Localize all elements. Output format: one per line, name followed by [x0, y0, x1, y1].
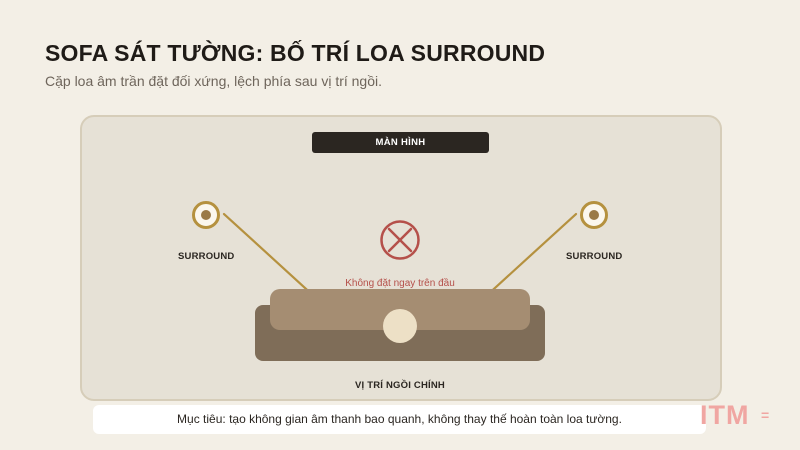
speaker-cone — [589, 210, 599, 220]
seat-label: VỊ TRÍ NGỒI CHÍNH — [355, 380, 445, 391]
no-overhead-icon — [380, 220, 420, 260]
screen-bar: MÀN HÌNH — [312, 132, 489, 153]
speaker-cone — [201, 210, 211, 220]
overhead-warning: Không đặt ngay trên đầu — [345, 278, 455, 289]
surround-left-label: SURROUND — [178, 251, 235, 262]
listener-head-icon — [383, 309, 417, 343]
page-title: SOFA SÁT TƯỜNG: BỐ TRÍ LOA SURROUND — [45, 40, 546, 66]
page-subtitle: Cặp loa âm trần đặt đối xứng, lệch phía … — [45, 73, 383, 89]
ceiling-speaker-icon — [192, 201, 220, 229]
ceiling-speaker-icon — [580, 201, 608, 229]
watermark-logo: ITM — [700, 400, 750, 430]
surround-right-label: SURROUND — [566, 251, 623, 262]
watermark-mark: = — [761, 407, 770, 423]
goal-note: Mục tiêu: tạo không gian âm thanh bao qu… — [93, 405, 706, 434]
